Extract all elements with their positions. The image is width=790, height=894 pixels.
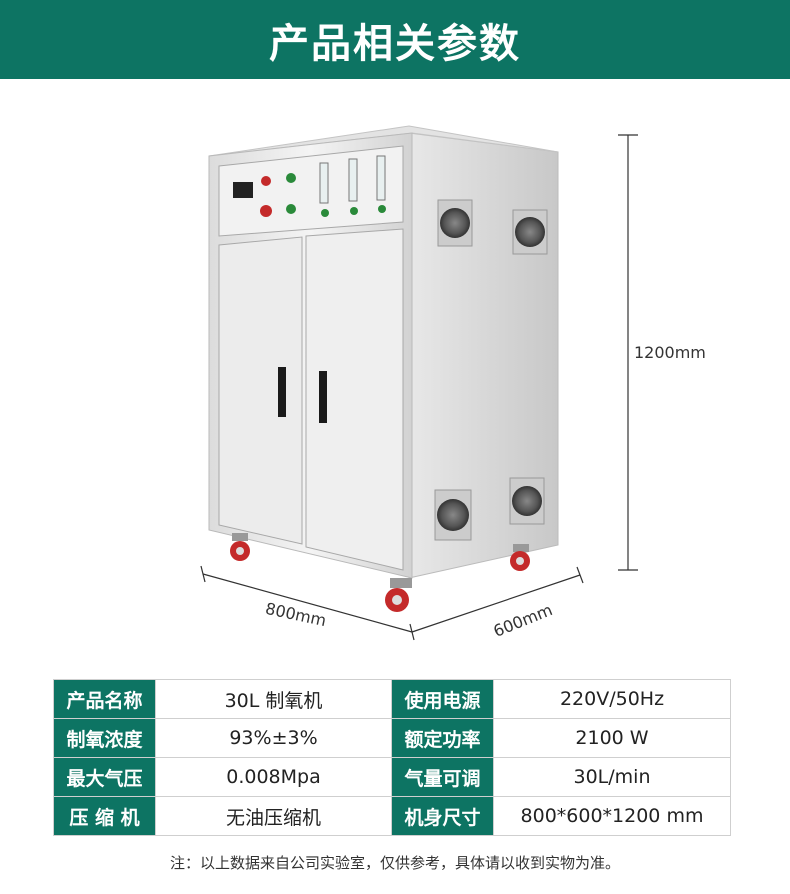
caster-wheel-icon bbox=[230, 533, 250, 561]
control-panel bbox=[233, 155, 386, 217]
door-handle-icon bbox=[319, 371, 327, 423]
spec-label: 气量可调 bbox=[391, 757, 494, 797]
caster-wheel-icon bbox=[510, 544, 530, 571]
header-banner: 产品相关参数 bbox=[0, 0, 790, 79]
spec-table: 产品名称 30L 制氧机 使用电源 220V/50Hz 制氧浓度 93%±3% … bbox=[53, 679, 731, 836]
caster-wheel-icon bbox=[385, 578, 412, 612]
flowmeter-icon bbox=[319, 162, 329, 204]
disclaimer-note: 注：以上数据来自公司实验室，仅供参考，具体请以收到实物为准。 bbox=[169, 854, 620, 872]
spec-label: 机身尺寸 bbox=[391, 796, 494, 836]
spec-label: 使用电源 bbox=[391, 679, 494, 719]
stop-button-icon bbox=[260, 205, 272, 217]
oxygen-machine-image bbox=[200, 125, 638, 641]
cooling-fan-icon bbox=[434, 489, 472, 541]
spec-label: 额定功率 bbox=[391, 718, 494, 758]
table-row: 产品名称 30L 制氧机 使用电源 220V/50Hz bbox=[53, 679, 731, 719]
spec-value: 30L/min bbox=[493, 757, 731, 797]
door-handle-icon bbox=[278, 367, 286, 417]
height-dimension-label: 1200mm bbox=[634, 343, 706, 362]
indicator-light-icon bbox=[286, 173, 296, 183]
spec-label: 压 缩 机 bbox=[53, 796, 156, 836]
indicator-light-icon bbox=[261, 176, 271, 186]
page-title: 产品相关参数 bbox=[269, 20, 521, 67]
display-screen bbox=[233, 182, 253, 198]
spec-value: 800*600*1200 mm bbox=[493, 796, 731, 836]
table-row: 最大气压 0.008Mpa 气量可调 30L/min bbox=[53, 757, 731, 797]
spec-label: 产品名称 bbox=[53, 679, 156, 719]
cooling-fan-icon bbox=[437, 199, 473, 247]
spec-value: 0.008Mpa bbox=[155, 757, 392, 797]
table-row: 制氧浓度 93%±3% 额定功率 2100 W bbox=[53, 718, 731, 758]
flowmeter-icon bbox=[348, 158, 358, 202]
machine-front-panel bbox=[208, 132, 413, 579]
spec-label: 制氧浓度 bbox=[53, 718, 156, 758]
dimension-lines bbox=[200, 134, 638, 641]
spec-value: 2100 W bbox=[493, 718, 731, 758]
spec-value: 220V/50Hz bbox=[493, 679, 731, 719]
spec-label: 最大气压 bbox=[53, 757, 156, 797]
spec-value: 30L 制氧机 bbox=[155, 679, 392, 719]
table-row: 压 缩 机 无油压缩机 机身尺寸 800*600*1200 mm bbox=[53, 796, 731, 836]
spec-value: 无油压缩机 bbox=[155, 796, 392, 836]
product-area: 1200mm 800mm 600mm bbox=[0, 79, 790, 679]
flowmeter-icon bbox=[376, 155, 386, 201]
spec-value: 93%±3% bbox=[155, 718, 392, 758]
start-button-icon bbox=[286, 204, 296, 214]
cooling-fan-icon bbox=[509, 477, 545, 525]
cooling-fan-icon bbox=[512, 209, 548, 255]
